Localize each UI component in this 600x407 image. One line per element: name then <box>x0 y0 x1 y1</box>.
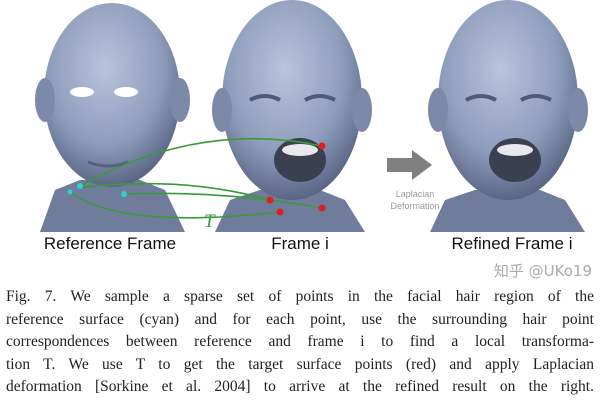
arrow-text-line: Laplacian <box>395 189 435 199</box>
correspondence-curves <box>69 137 323 219</box>
caption-line: deformation [Sorkine et al. 2004] to arr… <box>6 378 594 396</box>
transform-label: T <box>204 211 215 232</box>
source-points <box>67 183 127 197</box>
target-points <box>266 142 326 216</box>
figure-illustration <box>35 0 588 232</box>
watermark: 知乎 @UKo19 <box>493 262 592 280</box>
reference-head <box>35 3 190 232</box>
arrow-icon <box>387 150 432 180</box>
arrow-text: Laplacian Deformation <box>385 188 445 212</box>
label-refined-frame-i: Refined Frame i <box>451 234 573 253</box>
figure-caption: Fig. 7. We sample a sparse set of points… <box>6 286 594 399</box>
label-frame-i: Frame i <box>271 234 329 253</box>
frame-i-head <box>212 0 372 232</box>
caption-line: tion T. We use T to get the target surfa… <box>6 355 594 373</box>
right-eye <box>114 87 138 97</box>
label-reference-frame: Reference Frame <box>43 234 177 253</box>
refined-head <box>428 0 588 232</box>
caption-line: reference surface (cyan) and for each po… <box>6 310 594 328</box>
arrow-text-line: Deformation <box>390 201 440 211</box>
caption-line: Fig. 7. We sample a sparse set of points… <box>6 288 594 305</box>
left-eye <box>70 87 94 97</box>
caption-line: correspondences between reference and fr… <box>6 333 594 351</box>
